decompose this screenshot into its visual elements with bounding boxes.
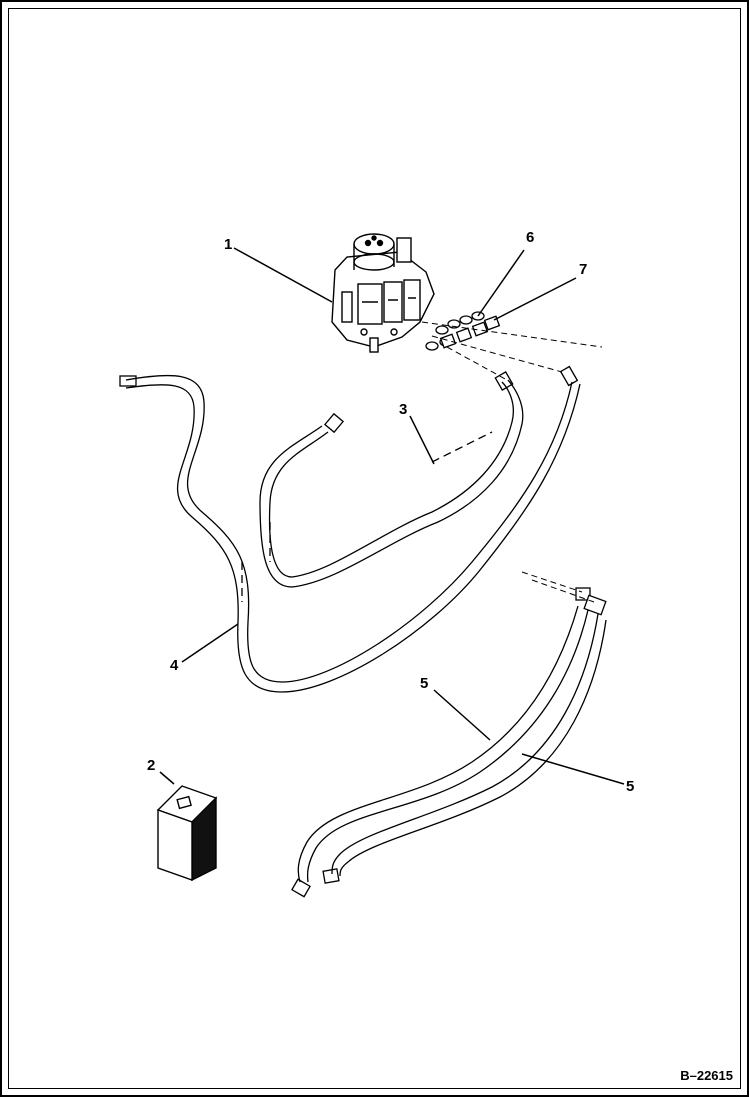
leader-lines	[159, 247, 625, 785]
page-frame	[8, 8, 741, 1089]
callout-2: 2	[147, 757, 156, 774]
callout-7: 7	[579, 261, 588, 278]
callout-5-lower: 5	[626, 778, 635, 795]
alignment-lines	[421, 321, 603, 603]
callout-6: 6	[526, 229, 535, 246]
callout-5-upper: 5	[420, 675, 429, 692]
manual-box-icon	[156, 785, 218, 882]
callout-3: 3	[399, 401, 408, 418]
figure-id: B–22615	[680, 1068, 733, 1083]
hose-icon	[125, 374, 581, 693]
control-valve-icon	[331, 233, 435, 353]
callout-4: 4	[170, 657, 179, 674]
hose-icon	[259, 379, 524, 588]
callout-1: 1	[224, 236, 233, 253]
hose-icon	[297, 605, 607, 883]
